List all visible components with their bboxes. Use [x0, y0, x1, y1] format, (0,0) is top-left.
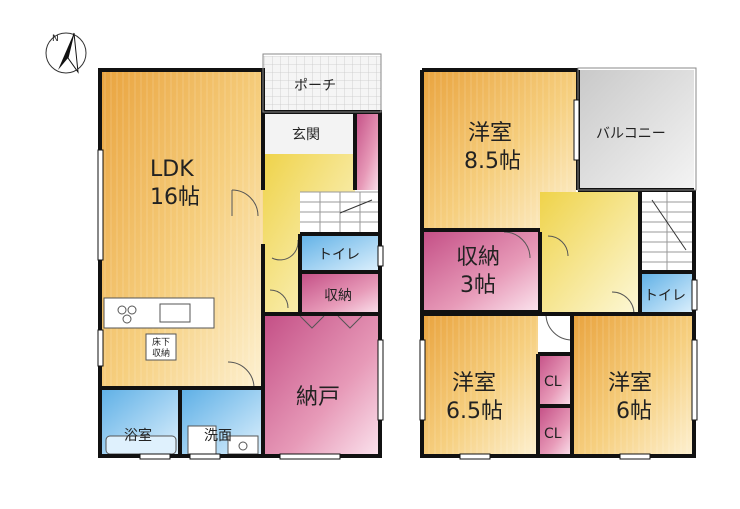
- western-c-size: 6帖: [616, 399, 652, 424]
- ldk-name: LDK: [150, 157, 194, 182]
- stairs-2f: [640, 192, 694, 272]
- bathroom-label: 浴室: [124, 427, 152, 444]
- closet-2-label: CL: [544, 426, 562, 442]
- western-c-name: 洋室: [608, 371, 652, 396]
- western-b-name: 洋室: [452, 371, 496, 396]
- washroom-label: 洗面: [204, 428, 232, 444]
- storage-2f-room: [422, 232, 538, 312]
- nando-label: 納戸: [296, 385, 340, 410]
- kitchen-counter: [103, 297, 215, 329]
- toilet-1f-label: トイレ: [318, 247, 360, 263]
- storage-2f-size: 3帖: [460, 273, 496, 298]
- windows-2f: [419, 99, 698, 460]
- western-b-size: 6.5帖: [446, 399, 503, 424]
- ldk-size: 16帖: [150, 185, 200, 210]
- toilet-1f-room: [300, 234, 380, 272]
- western-a-size: 8.5帖: [464, 149, 521, 174]
- nando-room: [263, 316, 380, 456]
- closet-1: [538, 354, 572, 406]
- western-a-name: 洋室: [468, 121, 512, 146]
- closet-1-label: CL: [544, 374, 562, 390]
- windows-1f: [97, 149, 384, 460]
- storage-1f-room: [300, 274, 380, 314]
- storage-2f-name: 収納: [456, 245, 500, 270]
- balcony-label: バルコニー: [596, 126, 666, 142]
- floor-2: 洋室 8.5帖 バルコニー 収納 3帖 トイレ 洋室 6.5帖 洋室 6帖 CL…: [419, 67, 698, 460]
- closet-2: [538, 408, 572, 456]
- stairs-1f: [300, 191, 380, 234]
- north-arrow-icon: N: [45, 32, 87, 74]
- porch-area: [263, 56, 381, 112]
- underfloor-label-1: 床下: [152, 336, 170, 348]
- balcony-area: [578, 70, 694, 190]
- storage-1f-label: 収納: [324, 288, 352, 304]
- entrance-area: [263, 114, 355, 154]
- underfloor-label-2: 収納: [152, 347, 170, 359]
- hall-2f: [540, 192, 640, 314]
- wash-basin: [227, 435, 259, 455]
- toilet-2f-label: トイレ: [644, 288, 686, 304]
- porch-label: ポーチ: [294, 78, 336, 94]
- north-label: N: [52, 34, 59, 44]
- toilet-2f-room: [640, 274, 694, 314]
- entrance-label: 玄関: [292, 126, 320, 143]
- floor-1: LDK 16帖 ポーチ 玄関 トイレ 収納 納戸 床下 収納 浴室 洗面: [97, 53, 384, 460]
